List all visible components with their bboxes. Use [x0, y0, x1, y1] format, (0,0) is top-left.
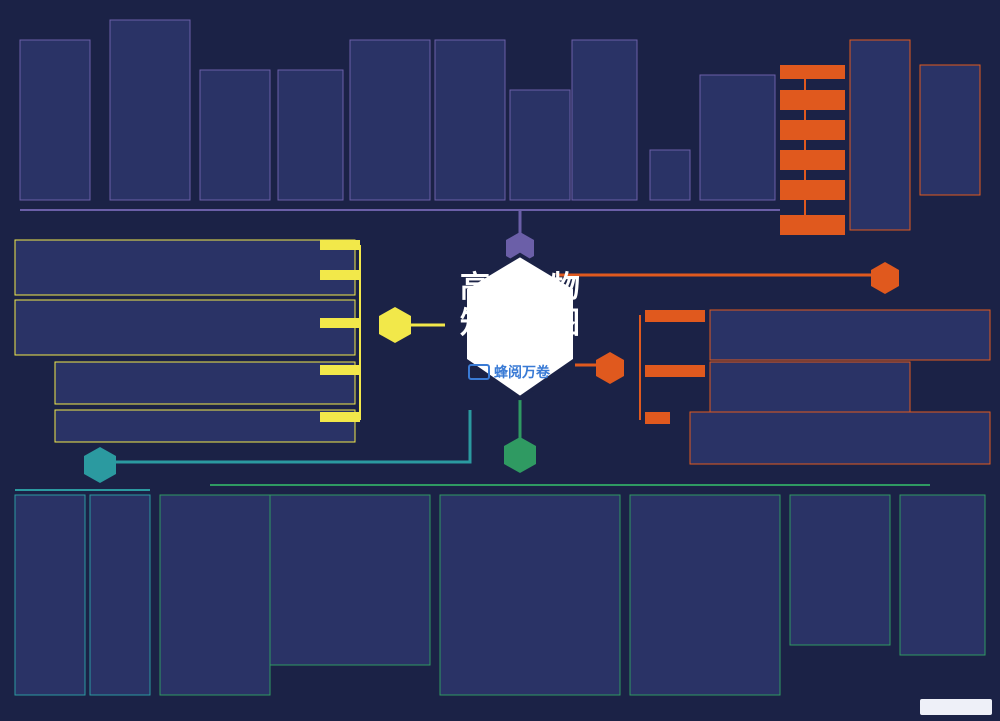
orange-node-2 — [780, 90, 845, 110]
title-line-2: 知识导图 — [460, 306, 580, 341]
bottom-section — [159, 437, 986, 696]
left-tag-5 — [320, 412, 360, 422]
right-top-hub — [871, 262, 899, 294]
left-detail-3 — [54, 361, 356, 405]
orange-node-4 — [780, 150, 845, 170]
orange-node-6 — [780, 215, 845, 235]
corner-note — [920, 699, 992, 715]
orange-node-1 — [780, 65, 845, 79]
left-detail-2 — [14, 299, 356, 356]
top-branch-5 — [349, 39, 431, 201]
top-section — [19, 19, 780, 264]
orange-node-5 — [780, 180, 845, 200]
right-top-section — [780, 39, 981, 294]
right-detail-1 — [709, 309, 991, 361]
top-branch-7 — [509, 89, 571, 201]
left-tag-4 — [320, 365, 360, 375]
right-detail-3 — [689, 411, 991, 465]
left-detail-1 — [14, 239, 356, 296]
connector-bottom-left — [100, 410, 472, 464]
brand-logo-icon — [468, 364, 490, 380]
right-node-2 — [645, 365, 705, 377]
right-section — [596, 309, 991, 465]
bottom-branch-4 — [629, 494, 781, 696]
left-hub — [379, 307, 411, 343]
right-node-3 — [645, 412, 670, 424]
top-branch-4 — [277, 69, 344, 201]
bottom-branch-6 — [899, 494, 986, 656]
orange-node-3 — [780, 120, 845, 140]
orange-detail-2 — [919, 64, 981, 196]
left-tag-2 — [320, 270, 360, 280]
top-branch-8 — [571, 39, 638, 201]
bottom-branch-1 — [159, 494, 271, 696]
left-tag-1 — [320, 240, 360, 250]
bottom-branch-5 — [789, 494, 891, 646]
right-node-1 — [645, 310, 705, 322]
top-branch-9 — [649, 149, 691, 201]
bottom-branch-3 — [439, 494, 621, 696]
left-section — [14, 239, 411, 443]
bottom-left-hub — [84, 447, 116, 483]
brand-name: 蜂阅万卷 — [494, 365, 550, 381]
teal-branch-1 — [14, 494, 86, 696]
right-hub — [596, 352, 624, 384]
main-connectors — [100, 210, 880, 464]
teal-branch-2 — [89, 494, 151, 696]
bottom-left-section — [14, 447, 151, 696]
title-line-1: 高中生物 — [460, 270, 580, 305]
left-tag-3 — [320, 318, 360, 328]
orange-detail-1 — [849, 39, 911, 231]
bottom-branch-2 — [269, 494, 431, 666]
right-detail-2 — [709, 361, 911, 413]
left-detail-4 — [54, 409, 356, 443]
top-branch-2 — [109, 19, 191, 201]
brand: 蜂阅万卷 — [468, 362, 578, 382]
top-branch-3 — [199, 69, 271, 201]
center-hexagon — [463, 252, 577, 401]
center-title: 高中生物 知识导图 — [450, 270, 590, 342]
top-branch-6 — [434, 39, 506, 201]
top-branch-10 — [699, 74, 776, 201]
top-branch-1 — [19, 39, 91, 201]
top-hub — [506, 232, 534, 264]
bottom-hub — [504, 437, 536, 473]
